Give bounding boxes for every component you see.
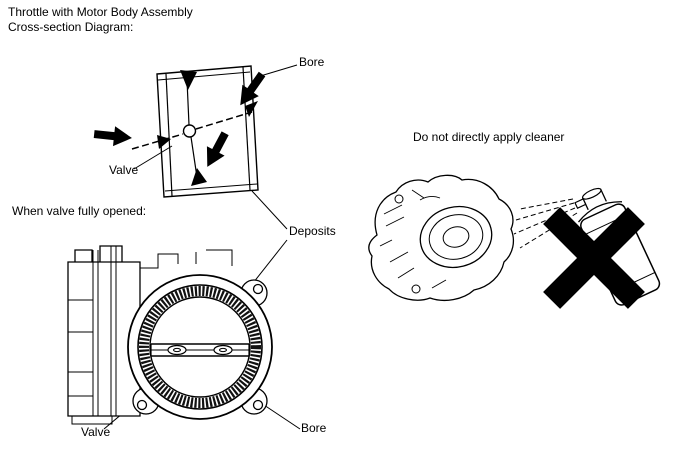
title-line-1: Throttle with Motor Body Assembly (8, 5, 193, 19)
bore-wall-inner-left (165, 73, 173, 197)
direction-arrows (93, 71, 266, 167)
bolt-hole (252, 283, 264, 295)
valve-label-top: Valve (109, 163, 139, 177)
throttle-front-view (67, 245, 273, 425)
cleaner-warning-illustration (368, 174, 661, 309)
bore-wall-outline (156, 65, 259, 198)
deposit-top (180, 70, 197, 90)
prohibition-x-icon (543, 207, 645, 309)
leader-valve-top (133, 145, 173, 170)
arrow-top-right (240, 71, 266, 106)
valve-pivot (182, 124, 197, 138)
cross-section-diagram (93, 65, 266, 198)
bore-label-top: Bore (299, 55, 325, 69)
bore-top-inner-edge (157, 71, 251, 81)
bore-inner-circle (149, 296, 251, 398)
bore-bottom-inner-edge (164, 183, 258, 192)
bore-deposit-ring (139, 286, 261, 408)
bore-circle (137, 284, 263, 410)
deposit-bottom (191, 168, 207, 186)
bore-wall-inner-right (242, 66, 251, 191)
page-title: Throttle with Motor Body Assembly Cross-… (8, 5, 193, 35)
valve-open-dashed-line (131, 111, 253, 150)
valve-screw (167, 344, 187, 356)
throttle-body-sketch (368, 174, 515, 301)
motor-housing (67, 245, 233, 425)
deposit-right-wall (245, 101, 258, 117)
valve-screw (213, 344, 233, 356)
arrow-left (93, 126, 132, 147)
flange-circle (127, 274, 273, 420)
valve-label-bottom: Valve (81, 425, 111, 439)
deposits-label: Deposits (289, 224, 336, 238)
valve-plate (150, 343, 250, 357)
title-line-2: Cross-section Diagram: (8, 20, 134, 34)
bolt-hole (252, 399, 264, 411)
leader-bore-top (256, 64, 298, 78)
spray-lines (513, 198, 578, 249)
bore-label-bottom: Bore (301, 421, 327, 435)
arrow-middle (206, 131, 229, 167)
deposit-wedges (157, 70, 258, 186)
leader-deposits-upper (251, 190, 288, 230)
deposit-left-wall (157, 135, 171, 149)
warning-caption: Do not directly apply cleaner (413, 130, 565, 144)
front-view-caption: When valve fully opened: (12, 204, 147, 218)
bolt-hole (136, 399, 148, 411)
